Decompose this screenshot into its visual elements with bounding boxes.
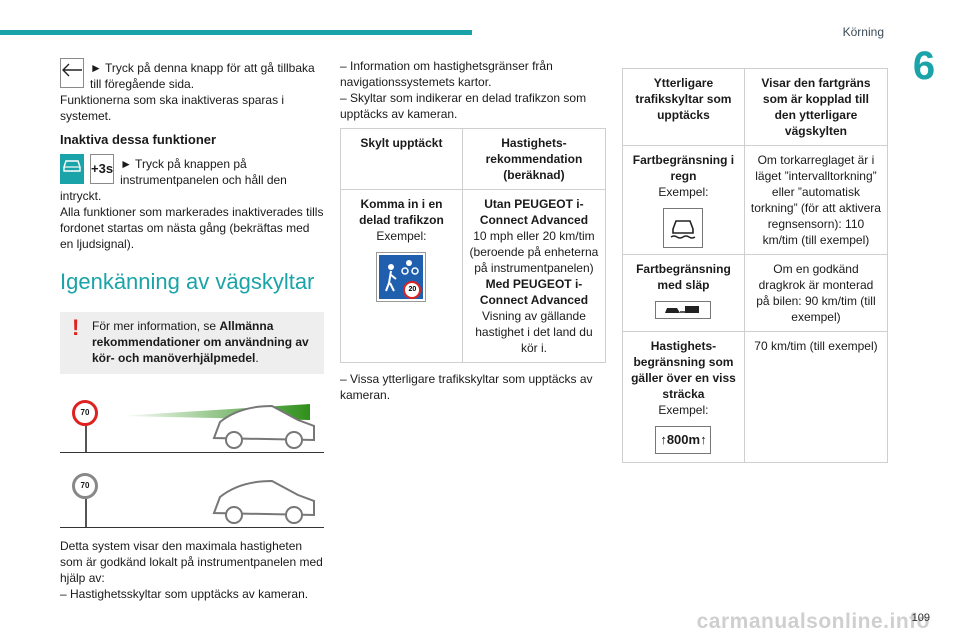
chapter-number: 6 [912,44,936,88]
para-camera-signs: – Hastighetsskyltar som upptäcks av kame… [60,587,309,601]
press-cont: intryckt. [60,189,102,203]
arrow-up-icon: ↑ [700,432,707,447]
table-cell: Utan PEUGEOT i-Connect Advanced 10 mph e… [461,189,607,363]
table-cell: Fartbegränsning med släp [622,254,745,332]
plus-3s-button-icon[interactable]: +3s [90,154,115,184]
cell-text: 10 mph eller 20 km/tim (beroende på enhe… [469,229,599,275]
table-header: Skylt upptäckt [340,128,463,190]
illustration-camera-sign: 70 [60,394,324,453]
note-prefix: För mer information, se [92,319,220,333]
section-title: Körning [842,25,884,39]
intro-nav: – Information om hastighetsgränser från … [340,59,553,89]
table-header: Hastighets-rekommendation (beräknad) [461,128,607,190]
table-cell: Fartbegränsning i regn Exempel: [622,145,745,255]
car-icon [212,404,315,449]
cell-text: Exempel: [658,185,709,199]
arrow-up-icon: ↑ [660,432,667,447]
car-icon-2 [212,479,315,524]
cell-bold: Fartbegränsning i regn [632,153,735,183]
back-instruction: ► Tryck på denna knapp för att gå tillba… [60,58,324,92]
para-saved: Funktionerna som ska inaktiveras sparas … [60,93,285,123]
press-text: ► Tryck på knappen på instrumentpanelen … [120,157,287,187]
table-cell: Om torkarreglaget är i läget ”intervallt… [743,145,889,255]
outro-other: – Vissa ytterligare trafikskyltar som up… [340,372,593,402]
car-assist-icon [60,154,84,184]
column-3: Ytterligare trafikskyltar som upptäcks V… [622,68,889,463]
header-accent-bar [0,30,472,35]
column-1: ► Tryck på denna knapp för att gå tillba… [60,58,324,602]
press-instruction: +3s ► Tryck på knappen på instrumentpane… [60,154,324,188]
intro-shared: – Skyltar som indikerar en delad trafikz… [340,91,587,121]
cell-bold: Med PEUGEOT i-Connect Advanced [479,277,589,307]
heading-road-signs: Igenkänning av vägskyltar [60,269,315,294]
cell-text: Exempel: [658,403,709,417]
note-link[interactable]: Allmänna rekommendationer om användning … [92,319,309,365]
back-text: ► Tryck på denna knapp för att gå tillba… [90,61,315,91]
table-cell: Om en godkänd dragkrok är monterad på bi… [743,254,889,332]
table-header: Ytterligare trafikskyltar som upptäcks [622,68,745,146]
distance-sign-icon: ↑800m↑ [655,426,712,454]
para-system: Detta system visar den maximala hastighe… [60,539,323,585]
column-2: – Information om hastighetsgränser från … [340,58,607,403]
pedestrian-icon [385,260,420,292]
sign-pole [85,426,87,452]
page-number: 109 [911,612,930,624]
table-cell: 70 km/tim (till exempel) [743,331,889,463]
rain-sign-icon [663,208,704,248]
sign-pole-2 [85,499,87,527]
table-header-row: Skylt upptäckt Hastighets-rekommendation… [340,128,607,190]
para-deactivated: Alla funktioner som markerades inaktiver… [60,205,324,251]
heading-inactive: Inaktiva dessa funktioner [60,132,217,147]
cell-bold: Fartbegränsning med släp [636,262,731,292]
cell-bold: Hastighets-begränsning som gäller över e… [631,339,736,401]
table-row: Komma in i en delad trafikzon Exempel: 2… [340,189,607,363]
table-row: Hastighets-begränsning som gäller över e… [622,331,889,463]
speed-sign-red: 70 [72,400,98,426]
illustration-dashboard-sign: 70 [60,467,324,528]
speed-sign-grey: 70 [72,473,98,499]
table-cell: Hastighets-begränsning som gäller över e… [622,331,745,463]
cell-bold: Komma in i en delad trafikzon [359,197,444,227]
table-row: Fartbegränsning med släp Om en godkänd d… [622,254,889,332]
cell-text: Exempel: [376,229,427,243]
note-box: ! För mer information, se Allmänna rekom… [60,312,324,374]
trailer-sign-icon [655,301,712,319]
table-header: Visar den fartgräns som är kopplad till … [743,68,889,146]
additional-signs-table: Ytterligare trafikskyltar som upptäcks V… [622,68,889,463]
back-arrow-icon[interactable] [60,58,84,88]
cell-text: Visning av gällande hastighet i det land… [475,309,593,355]
speed-20-sign: 20 [403,281,422,299]
distance-text: 800m [666,432,701,447]
shared-zone-table: Skylt upptäckt Hastighets-rekommendation… [340,128,607,363]
note-text: För mer information, se Allmänna rekomme… [68,318,316,366]
warning-icon: ! [72,315,80,340]
cell-bold: Utan PEUGEOT i-Connect Advanced [479,197,589,227]
note-suffix: . [255,351,259,365]
table-row: Fartbegränsning i regn Exempel: Om torka… [622,145,889,255]
table-cell: Komma in i en delad trafikzon Exempel: 2… [340,189,463,363]
watermark: carmanualsonline.info [696,610,930,633]
shared-zone-sign-icon: 20 [376,252,427,302]
table-header-row: Ytterligare trafikskyltar som upptäcks V… [622,68,889,146]
